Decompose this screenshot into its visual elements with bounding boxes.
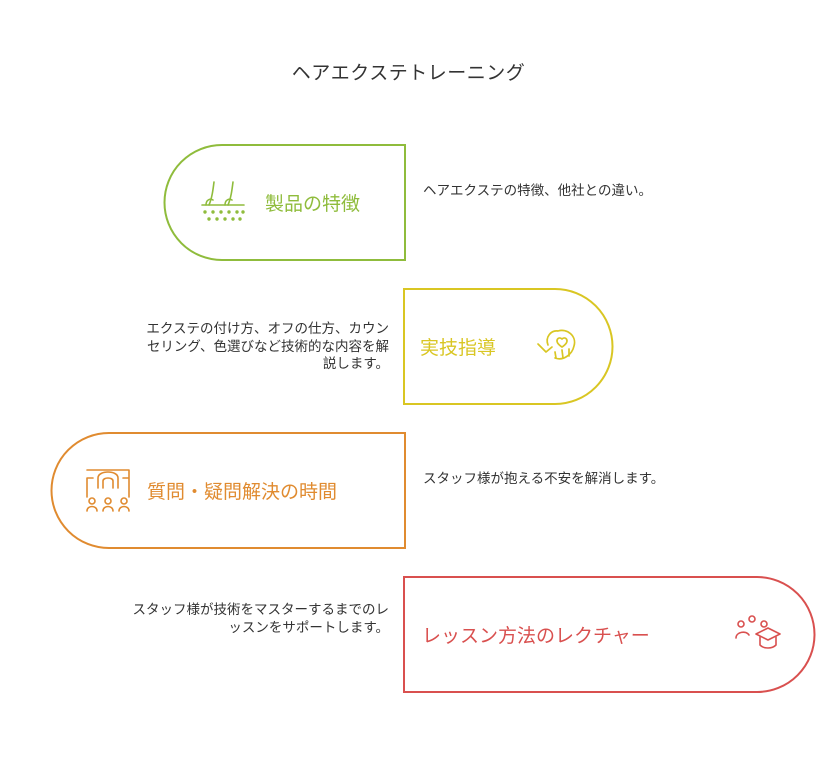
step-4-description: スタッフ様が技術をマスターするまでのレッスンをサポートします。 [132,602,390,636]
step-3-shape [50,432,406,549]
step-2-shape [403,288,614,405]
graduation-cap-icon [735,615,781,649]
step-2-label: 実技指導 [420,337,497,359]
people-network-icon [86,469,130,512]
step-2-description: エクステの付け方、オフの仕方、カウンセリング、色選びなど技術的な内容を解説します… [146,321,389,372]
hand-heart-icon [537,329,576,360]
diagram-title: ヘアエクステトレーニング [291,62,526,84]
step-3-description: スタッフ様が抱える不安を解消します。 [423,471,665,487]
step-1-description: ヘアエクステの特徴、他社との違い。 [423,183,652,199]
step-3-label: 質問・疑問解決の時間 [147,481,338,503]
hair-follicle-icon [201,181,245,221]
step-4-shape [403,576,816,693]
step-1-shape [163,144,406,261]
step-1-label: 製品の特徴 [265,193,361,215]
step-4-label: レッスン方法のレクチャー [422,625,650,647]
